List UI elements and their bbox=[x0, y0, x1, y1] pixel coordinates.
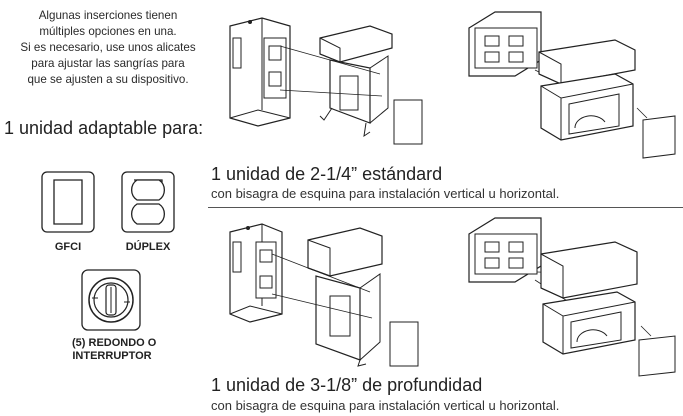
deep-cover-vertical-illustration bbox=[220, 214, 430, 374]
duplex-label: DÚPLEX bbox=[125, 241, 171, 253]
standard-cover-horizontal-illustration bbox=[465, 8, 680, 160]
round-switch-label-line-1: (5) REDONDO O bbox=[72, 337, 157, 349]
intro-line-5: que se ajusten a su dispositivo. bbox=[27, 73, 189, 86]
duplex-insert-icon bbox=[120, 170, 176, 234]
round-switch-label: (5) REDONDO O INTERRUPTOR bbox=[72, 337, 157, 363]
intro-line-2: múltiples opciones en una. bbox=[39, 25, 177, 38]
gfci-label: GFCI bbox=[54, 241, 82, 253]
standard-unit-title: 1 unidad de 2-1/4” estándard bbox=[211, 164, 443, 184]
standard-cover-vertical-illustration bbox=[220, 8, 400, 160]
gfci-insert-icon bbox=[40, 170, 96, 234]
adaptable-heading: 1 unidad adaptable para: bbox=[4, 118, 204, 138]
deep-unit-subtitle: con bisagra de esquina para instalación … bbox=[211, 398, 560, 413]
deep-unit-title: 1 unidad de 3-1/8” de profundidad bbox=[211, 375, 483, 395]
round-switch-insert-icon bbox=[80, 268, 142, 332]
standard-unit-subtitle: con bisagra de esquina para instalación … bbox=[211, 186, 560, 201]
intro-line-4: para ajustar las sangrías para bbox=[31, 57, 185, 70]
intro-text: Algunas inserciones tienen múltiples opc… bbox=[4, 8, 212, 88]
intro-line-1: Algunas inserciones tienen bbox=[38, 9, 178, 22]
deep-cover-horizontal-illustration bbox=[465, 214, 680, 382]
round-switch-label-line-2: INTERRUPTOR bbox=[72, 350, 152, 362]
intro-line-3: Si es necesario, use unos alicates bbox=[20, 41, 196, 54]
section-divider bbox=[208, 207, 683, 208]
